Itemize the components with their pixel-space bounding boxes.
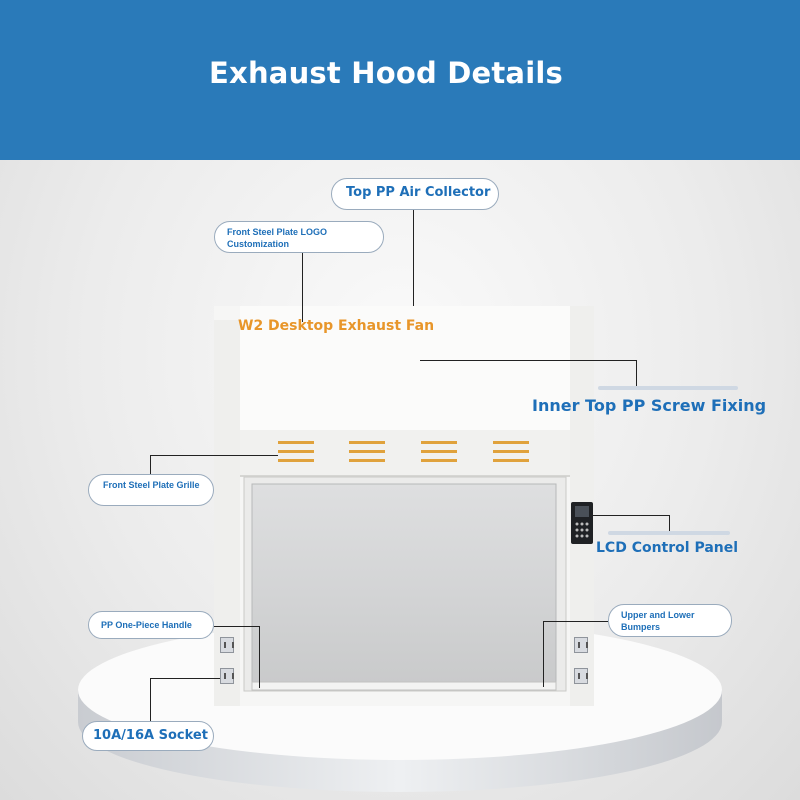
header-banner: Exhaust Hood Details [0, 0, 800, 160]
grille-slot [421, 441, 457, 444]
grille-slot [493, 459, 529, 462]
socket-icon [220, 637, 234, 653]
leader-line [150, 455, 278, 456]
label-top-air-collector: Top PP Air Collector [331, 178, 499, 210]
label-logo-customization: Front Steel Plate LOGO Customization [214, 221, 384, 253]
label-exhaust-fan: W2 Desktop Exhaust Fan [238, 318, 435, 334]
label-bumpers: Upper and Lower Bumpers [608, 604, 732, 637]
label-lcd-bar [608, 531, 730, 535]
grille-slot [278, 450, 314, 453]
grille-slot [421, 450, 457, 453]
grille-slot [278, 441, 314, 444]
leader-line [259, 626, 260, 688]
label-handle: PP One-Piece Handle [88, 611, 214, 639]
leader-line [592, 515, 670, 516]
label-screw-fixing-bar [598, 386, 738, 390]
page-title: Exhaust Hood Details [209, 56, 563, 90]
grille-slot [349, 450, 385, 453]
grille-slot [349, 459, 385, 462]
leader-line [669, 515, 670, 531]
socket-icon [574, 637, 588, 653]
leader-line [543, 621, 608, 622]
grille-slot [493, 450, 529, 453]
grille-slot [349, 441, 385, 444]
leader-line [150, 678, 151, 721]
label-socket: 10A/16A Socket [82, 721, 214, 751]
socket-icon [574, 668, 588, 684]
leader-line [543, 621, 544, 687]
socket-icon [220, 668, 234, 684]
grille-slot [421, 459, 457, 462]
grille-slot [278, 459, 314, 462]
label-screw-fixing: Inner Top PP Screw Fixing [532, 396, 767, 415]
leader-line [214, 626, 260, 627]
grille-slot [493, 441, 529, 444]
lcd-panel-icon [571, 502, 593, 544]
label-lcd-panel: LCD Control Panel [596, 540, 739, 556]
leader-line [150, 455, 151, 475]
leader-line [302, 252, 303, 322]
leader-line [636, 360, 637, 388]
label-grille: Front Steel Plate Grille [88, 474, 214, 506]
leader-line [150, 678, 220, 679]
leader-line [420, 360, 636, 361]
leader-line [413, 210, 414, 306]
